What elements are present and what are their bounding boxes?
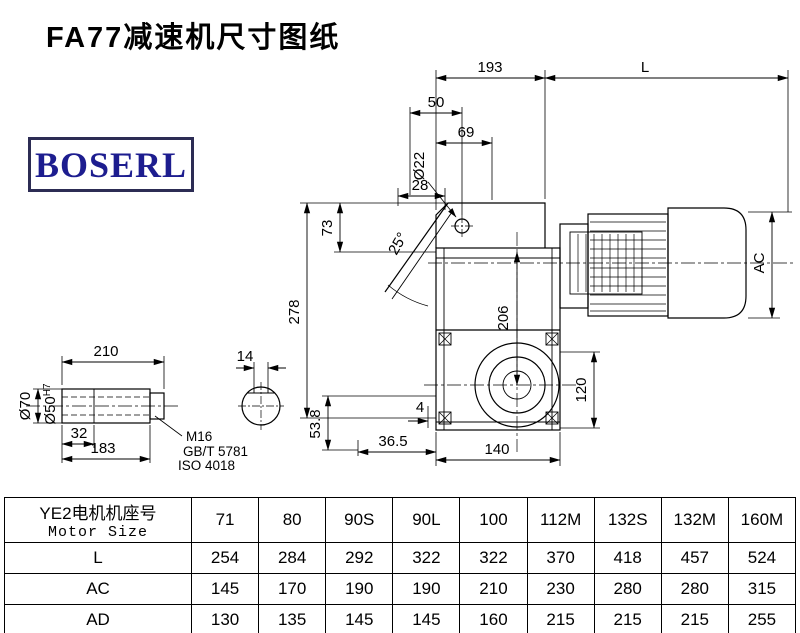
dimensions-main-view: 193 L 50 69 Ø22 28 73	[286, 59, 792, 466]
dim-hole-diameter-label: Ø22	[411, 152, 428, 180]
table-header-row: YE2电机机座号 Motor Size 71 80 90S 90L 100 11…	[4, 497, 797, 543]
row-label-L: L	[4, 542, 192, 574]
dim-50-label: 50	[428, 94, 445, 111]
header-motor-size-cn: YE2电机机座号	[39, 504, 157, 523]
dim-278-label: 278	[286, 299, 303, 324]
dim-69-label: 69	[458, 124, 475, 141]
value-cell: 215	[526, 604, 595, 633]
frame-size-cell: 160M	[727, 497, 797, 543]
dim-53-8-label: 53.8	[307, 409, 324, 438]
thread-spec-label: M16	[186, 429, 212, 444]
table-row-AD: AD 130 135 145 145 160 215 215 215 255	[4, 604, 797, 633]
table-row-AC: AC 145 170 190 190 210 230 280 280 315	[4, 573, 797, 605]
value-cell: 280	[660, 573, 729, 605]
dim-183-label: 183	[90, 440, 115, 457]
value-cell: 130	[190, 604, 260, 633]
dim-28-label: 28	[412, 177, 429, 194]
value-cell: 322	[459, 542, 528, 574]
page-title: FA77减速机尺寸图纸	[46, 22, 341, 54]
value-cell: 190	[392, 573, 461, 605]
dim-bore-value: Ø50	[42, 396, 59, 424]
value-cell: 524	[727, 542, 797, 574]
dim-bore-tolerance: H7	[42, 383, 53, 396]
value-cell: 145	[392, 604, 461, 633]
value-cell: 135	[258, 604, 327, 633]
value-cell: 315	[727, 573, 797, 605]
boserl-logo-text: BOSERL	[34, 144, 188, 185]
dim-120-label: 120	[573, 377, 590, 402]
value-cell: 418	[593, 542, 662, 574]
dim-73-label: 73	[319, 220, 336, 237]
frame-size-cell: 132S	[593, 497, 662, 543]
shaft-detail: 210 Ø70 Ø50H7 32 183 M16 GB/T 5781 ISO 4…	[17, 343, 248, 473]
dim-210-label: 210	[93, 343, 118, 360]
frame-size-cell: 132M	[660, 497, 729, 543]
boserl-logo: BOSERL	[28, 137, 194, 192]
value-cell: 215	[593, 604, 662, 633]
frame-size-cell: 71	[190, 497, 260, 543]
frame-size-cell: 112M	[526, 497, 595, 543]
value-cell: 292	[325, 542, 394, 574]
frame-size-cell: 80	[258, 497, 327, 543]
dim-L-label: L	[641, 59, 649, 76]
value-cell: 284	[258, 542, 327, 574]
motor-size-table: YE2电机机座号 Motor Size 71 80 90S 90L 100 11…	[4, 497, 797, 633]
row-label-AD: AD	[4, 604, 192, 633]
header-motor-size-cell: YE2电机机座号 Motor Size	[4, 497, 192, 543]
dim-193-label: 193	[477, 59, 502, 76]
row-label-AC: AC	[4, 573, 192, 605]
dim-70-label: Ø70	[17, 392, 34, 420]
value-cell: 370	[526, 542, 595, 574]
shaft-section-detail: 14	[236, 348, 286, 430]
value-cell: 215	[660, 604, 729, 633]
value-cell: 145	[190, 573, 260, 605]
dim-14-label: 14	[237, 348, 254, 365]
value-cell: 190	[325, 573, 394, 605]
value-cell: 160	[459, 604, 528, 633]
dim-25deg-label: 25°	[385, 230, 411, 258]
dim-32-label: 32	[71, 425, 88, 442]
value-cell: 457	[660, 542, 729, 574]
value-cell: 145	[325, 604, 394, 633]
standard-iso-label: ISO 4018	[178, 458, 235, 473]
value-cell: 254	[190, 542, 260, 574]
value-cell: 255	[727, 604, 797, 633]
value-cell: 280	[593, 573, 662, 605]
dim-4-label: 4	[416, 399, 424, 416]
motor	[559, 207, 747, 319]
value-cell: 322	[392, 542, 461, 574]
table-row-L: L 254 284 292 322 322 370 418 457 524	[4, 542, 797, 574]
dim-206-label: 206	[495, 305, 512, 330]
value-cell: 170	[258, 573, 327, 605]
technical-drawing: 193 L 50 69 Ø22 28 73	[17, 59, 794, 473]
frame-size-cell: 90L	[392, 497, 461, 543]
gearbox-housing	[384, 202, 561, 431]
dim-140-label: 140	[484, 441, 509, 458]
frame-size-cell: 100	[459, 497, 528, 543]
standard-gbt-label: GB/T 5781	[183, 444, 248, 459]
dim-36-5-label: 36.5	[378, 433, 407, 450]
centerlines	[424, 232, 794, 452]
dim-AC-label: AC	[751, 252, 768, 273]
dim-bore-label: Ø50H7	[42, 383, 59, 425]
output-flange	[438, 332, 560, 428]
value-cell: 230	[526, 573, 595, 605]
header-motor-size-en: Motor Size	[47, 524, 148, 541]
value-cell: 210	[459, 573, 528, 605]
frame-size-cell: 90S	[325, 497, 394, 543]
